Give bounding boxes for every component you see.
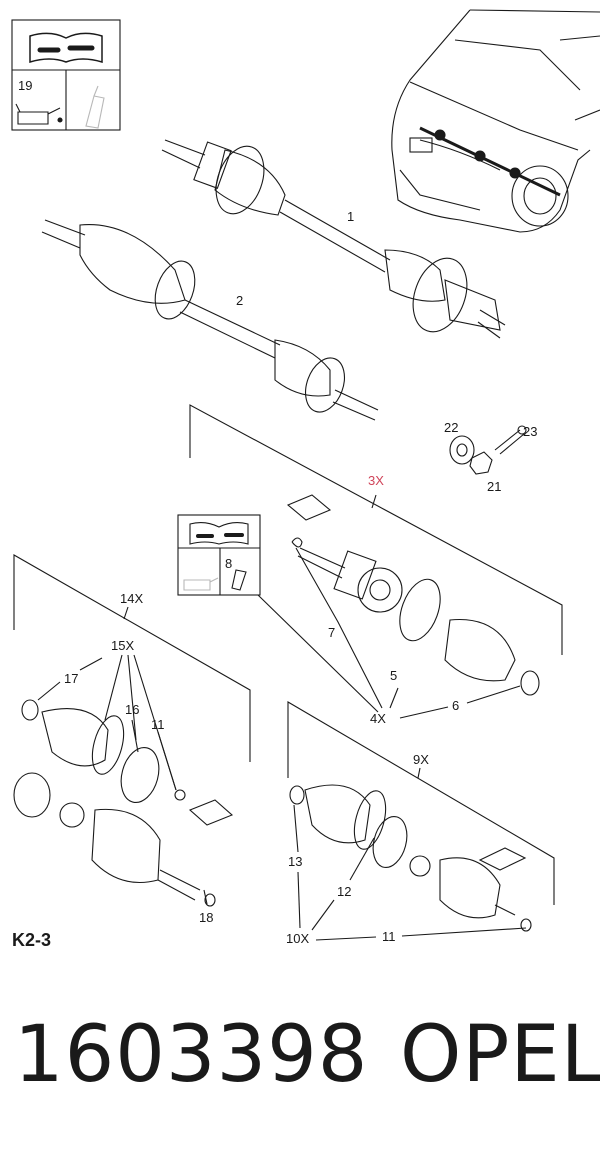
callout-10x: 10X — [286, 931, 309, 946]
bracket-14x — [13, 554, 251, 762]
brand-name: OPEL — [400, 1010, 600, 1100]
service-info-box-top — [11, 19, 121, 131]
drive-shaft-1 — [161, 139, 506, 339]
callout-2: 2 — [236, 293, 243, 308]
bracket-9x — [287, 701, 555, 905]
outer-joint-kit — [286, 494, 540, 696]
callout-23: 23 — [523, 424, 537, 439]
callout-11-left: 11 — [151, 717, 165, 732]
callout-19: 19 — [18, 78, 32, 93]
section-code: K2-3 — [12, 930, 52, 950]
callout-18: 18 — [199, 910, 213, 925]
callout-9x: 9X — [413, 752, 429, 767]
leader-lines-10x — [293, 804, 527, 941]
callout-4x: 4X — [370, 711, 386, 726]
callout-17: 17 — [64, 671, 78, 686]
callout-1: 1 — [347, 209, 354, 224]
leader-lines-15x — [37, 654, 208, 905]
callout-11-right: 11 — [382, 929, 396, 944]
callout-13: 13 — [288, 854, 302, 869]
inner-joint-kit-left — [13, 699, 234, 907]
inner-joint-kit-right — [289, 784, 532, 932]
callout-6: 6 — [452, 698, 459, 713]
grease-tube-icon — [85, 85, 105, 129]
callout-12: 12 — [337, 884, 351, 899]
callout-22: 22 — [444, 420, 458, 435]
manual-book-icon — [29, 32, 103, 64]
hub-nut-washer-pin — [449, 425, 527, 475]
part-number: 1603398 — [14, 1010, 369, 1100]
callout-21: 21 — [487, 479, 501, 494]
callout-16: 16 — [125, 702, 139, 717]
drive-shaft-exploded-diagram: 19 1 2 22 23 21 3X 8 14X 7 15X 17 5 6 16… — [11, 9, 600, 946]
callout-5: 5 — [390, 668, 397, 683]
car-location-illustration — [391, 9, 600, 233]
callout-15x: 15X — [111, 638, 134, 653]
service-info-box-8 — [177, 514, 261, 596]
callout-7: 7 — [328, 625, 335, 640]
drive-shaft-2 — [41, 219, 379, 421]
callout-labels: 19 1 2 22 23 21 3X 8 14X 7 15X 17 5 6 16… — [18, 78, 537, 946]
leader-lines-4x — [257, 547, 521, 719]
oil-can-icon — [15, 103, 63, 125]
callout-3x: 3X — [368, 473, 384, 488]
callout-8: 8 — [225, 556, 232, 571]
footer: 1603398 OPEL — [0, 1005, 600, 1105]
bracket-3x — [189, 404, 563, 655]
callout-14x: 14X — [120, 591, 143, 606]
